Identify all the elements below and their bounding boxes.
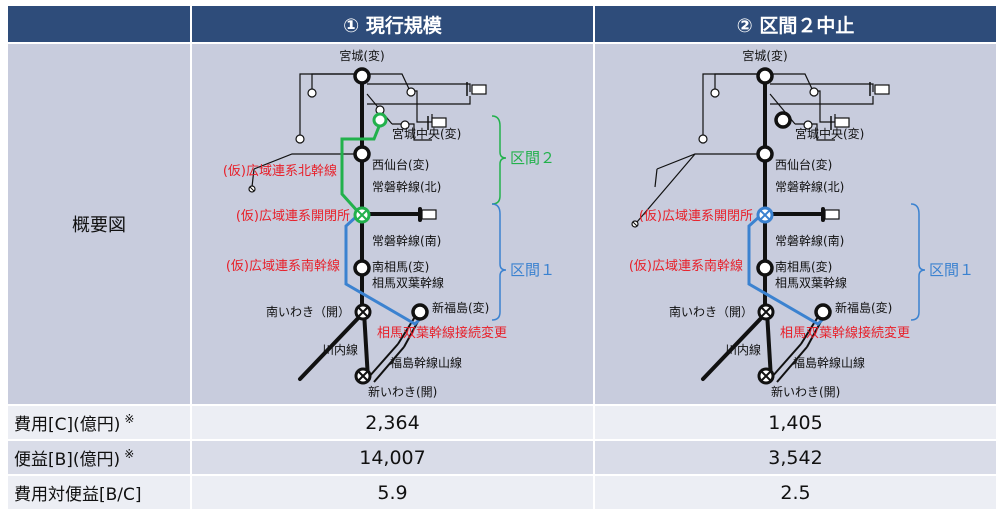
label-change: 相馬双葉幹線接続変更 bbox=[780, 325, 910, 341]
label-minamiiwaki: 南いわき（開） bbox=[669, 304, 753, 319]
label-miyagi-chuo: 宮城中央(変) bbox=[795, 126, 864, 141]
label-minamiiwaki: 南いわき（開） bbox=[266, 304, 350, 319]
metric-label-cost: 費用[C](億円)※ bbox=[6, 404, 192, 441]
label-sendai-line: 川内線 bbox=[725, 342, 761, 357]
header-option2: ② 区間２中止 bbox=[593, 4, 998, 44]
label-section1: 区間１ bbox=[510, 261, 555, 279]
label-nishisendai: 西仙台(変) bbox=[775, 157, 832, 172]
label-nishisendai: 西仙台(変) bbox=[372, 157, 429, 172]
diagram-option2: 宮城(変) 宮城中央(変) 西仙台(変) 常磐幹線(北) 常磐幹線(南) 南相馬… bbox=[593, 42, 998, 406]
label-miyagi: 宮城(変) bbox=[742, 48, 787, 63]
label-kou-switch: (仮)広域連系開閉所 bbox=[236, 209, 350, 224]
label-shinfukushima: 新福島(変) bbox=[432, 300, 489, 315]
label-kou-north: (仮)広域連系北幹線 bbox=[223, 163, 337, 179]
metric-benefit-option2: 3,542 bbox=[593, 439, 998, 476]
metric-label-benefit: 便益[B](億円)※ bbox=[6, 439, 192, 476]
label-miyagi-chuo: 宮城中央(変) bbox=[392, 126, 461, 141]
diagram-option1: 宮城(変) 宮城中央(変) 西仙台(変) 常磐幹線(北) 常磐幹線(南) 南相馬… bbox=[190, 42, 595, 406]
label-section1: 区間１ bbox=[929, 261, 974, 279]
metric-row-benefit: 便益[B](億円)※ 14,007 3,542 bbox=[6, 439, 998, 476]
metric-bc-option1: 5.9 bbox=[190, 474, 595, 511]
label-soso-trunk: 相馬双葉幹線 bbox=[372, 275, 444, 290]
label-miyagi: 宮城(変) bbox=[339, 48, 384, 63]
label-kou-south: (仮)広域連系南幹線 bbox=[226, 258, 340, 274]
label-change: 相馬双葉幹線接続変更 bbox=[377, 325, 507, 341]
metric-benefit-option1: 14,007 bbox=[190, 439, 595, 476]
comparison-table: ① 現行規模 ② 区間２中止 概要図 bbox=[6, 4, 998, 511]
label-joban-south: 常磐幹線(南) bbox=[372, 233, 441, 248]
label-shiniwaki: 新いわき(開) bbox=[771, 384, 840, 399]
diagram-option1-svg: 宮城(変) 宮城中央(変) 西仙台(変) 常磐幹線(北) 常磐幹線(南) 南相馬… bbox=[223, 48, 555, 399]
label-minamisoma: 南相馬(変) bbox=[372, 259, 429, 274]
diagram-option2-svg: 宮城(変) 宮城中央(変) 西仙台(変) 常磐幹線(北) 常磐幹線(南) 南相馬… bbox=[629, 48, 974, 399]
label-sendai-line: 川内線 bbox=[322, 342, 358, 357]
metric-bc-option2: 2.5 bbox=[593, 474, 998, 511]
label-minamisoma: 南相馬(変) bbox=[775, 259, 832, 274]
label-shiniwaki: 新いわき(開) bbox=[368, 384, 437, 399]
label-joban-south: 常磐幹線(南) bbox=[775, 233, 844, 248]
metric-cost-option2: 1,405 bbox=[593, 404, 998, 441]
header-option1: ① 現行規模 bbox=[190, 4, 595, 44]
miyagi-chuo-new-node bbox=[372, 112, 388, 128]
metric-row-bc: 費用対便益[B/C] 5.9 2.5 bbox=[6, 474, 998, 511]
label-soso-trunk: 相馬双葉幹線 bbox=[775, 275, 847, 290]
label-joban-north: 常磐幹線(北) bbox=[372, 179, 441, 194]
label-section2: 区間２ bbox=[510, 149, 555, 167]
label-kou-switch: (仮)広域連系開閉所 bbox=[639, 209, 753, 224]
label-fukushima-yama: 福島幹線山線 bbox=[390, 355, 462, 370]
metric-cost-option1: 2,364 bbox=[190, 404, 595, 441]
label-joban-north: 常磐幹線(北) bbox=[775, 179, 844, 194]
label-kou-south: (仮)広域連系南幹線 bbox=[629, 258, 743, 274]
overview-label: 概要図 bbox=[6, 42, 192, 406]
header-blank-cell bbox=[6, 4, 192, 44]
label-shinfukushima: 新福島(変) bbox=[835, 300, 892, 315]
metric-row-cost: 費用[C](億円)※ 2,364 1,405 bbox=[6, 404, 998, 441]
metric-label-bc: 費用対便益[B/C] bbox=[6, 474, 192, 511]
label-fukushima-yama: 福島幹線山線 bbox=[793, 355, 865, 370]
